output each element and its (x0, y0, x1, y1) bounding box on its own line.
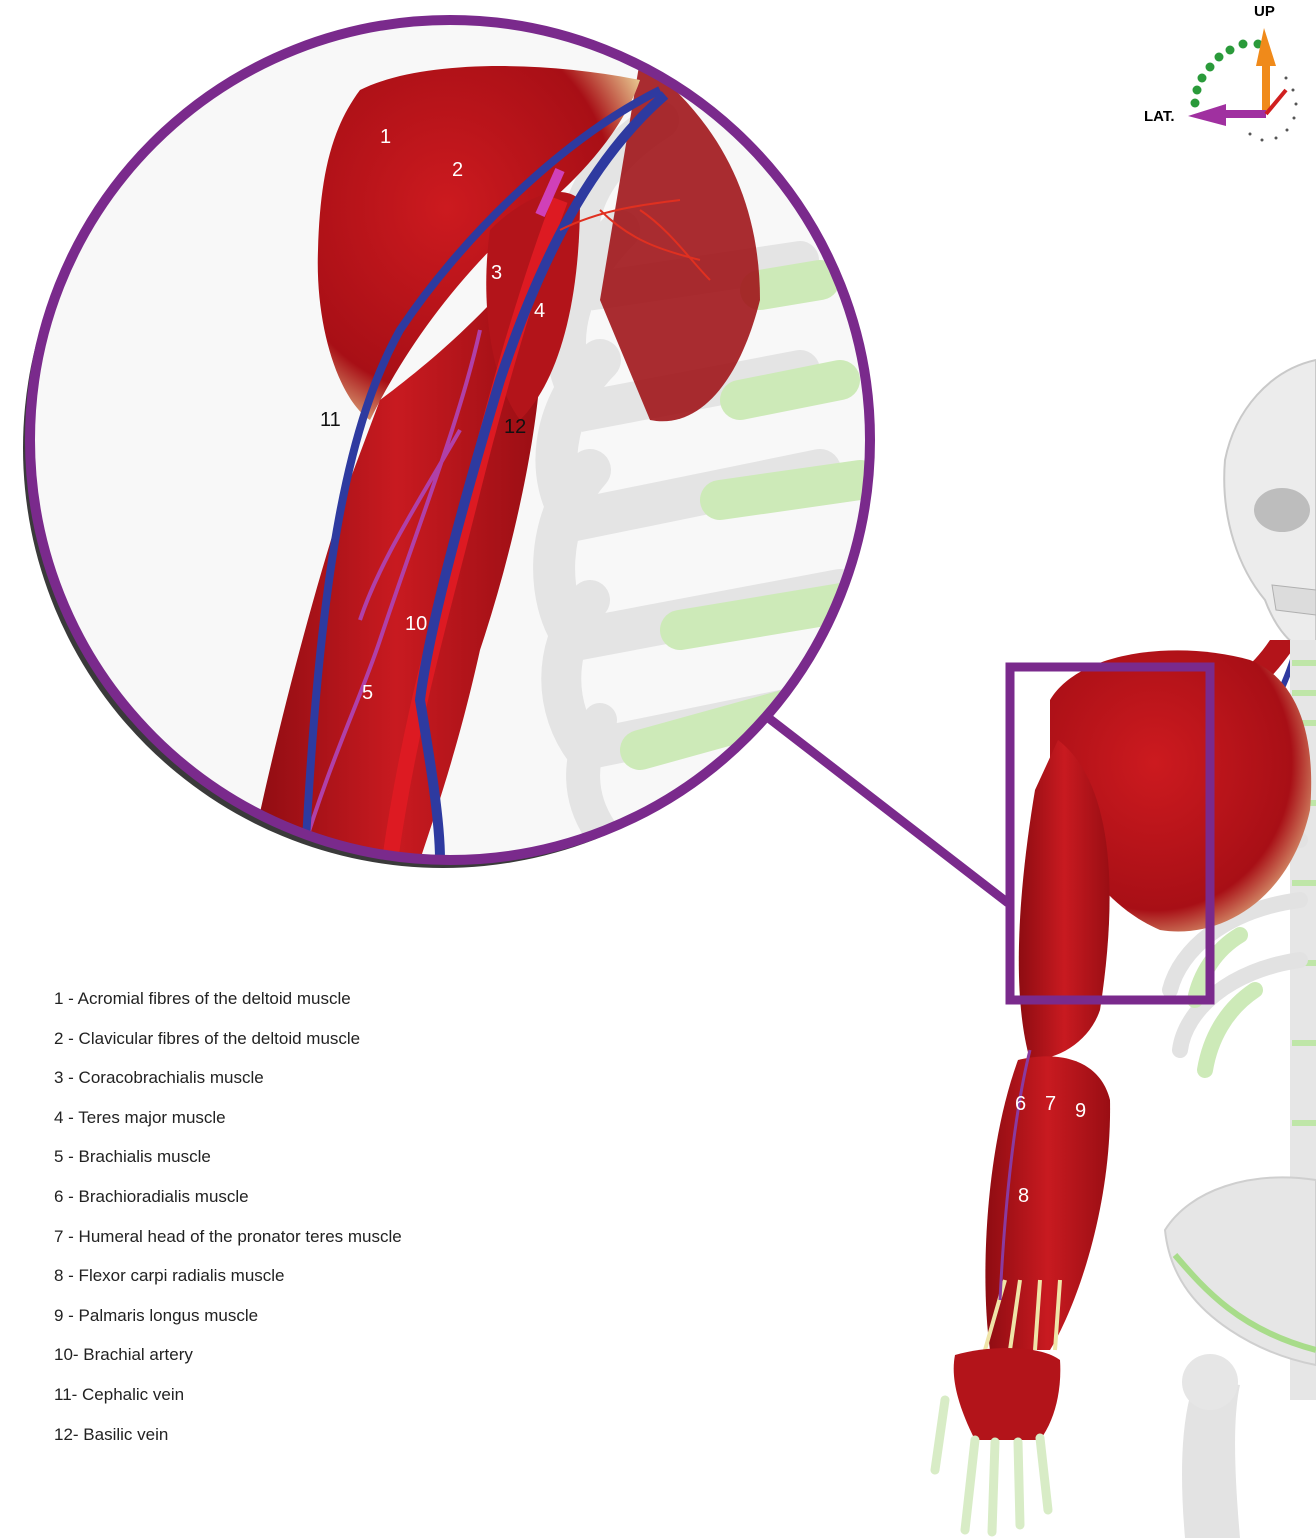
legend-item: 5 - Brachialis muscle (54, 1146, 402, 1186)
skeleton-body (1165, 360, 1316, 1538)
legend-item: 12- Basilic vein (54, 1424, 402, 1464)
zoom-content (0, 0, 900, 900)
callout-5: 5 (362, 682, 373, 704)
callout-7: 7 (1045, 1093, 1056, 1115)
arm-body (935, 650, 1311, 1532)
orientation-dots (1191, 40, 1263, 108)
callout-12: 12 (504, 416, 526, 438)
callout-2: 2 (452, 159, 463, 181)
legend-item: 9 - Palmaris longus muscle (54, 1305, 402, 1345)
callout-4: 4 (534, 300, 545, 322)
callout-10: 10 (405, 613, 427, 635)
callout-6: 6 (1015, 1093, 1026, 1115)
eye-socket (1254, 488, 1310, 532)
orientation-dashed-ring (1249, 77, 1298, 142)
callout-1: 1 (380, 126, 391, 148)
legend-item: 6 - Brachioradialis muscle (54, 1186, 402, 1226)
legend-item: 1 - Acromial fibres of the deltoid muscl… (54, 988, 402, 1028)
legend-item: 2 - Clavicular fibres of the deltoid mus… (54, 1028, 402, 1068)
legend-item: 7 - Humeral head of the pronator teres m… (54, 1226, 402, 1266)
callout-11: 11 (320, 409, 341, 431)
legend-item: 8 - Flexor carpi radialis muscle (54, 1265, 402, 1305)
legend-item: 11- Cephalic vein (54, 1384, 402, 1424)
skull-teeth (1272, 585, 1316, 615)
callout-8: 8 (1018, 1185, 1029, 1207)
hand (954, 1348, 1061, 1440)
callout-3: 3 (491, 262, 502, 284)
legend-list: 1 - Acromial fibres of the deltoid muscl… (54, 988, 402, 1463)
lat-arrow-icon (1188, 104, 1266, 126)
callout-9: 9 (1075, 1100, 1086, 1122)
legend-item: 4 - Teres major muscle (54, 1107, 402, 1147)
legend-item: 3 - Coracobrachialis muscle (54, 1067, 402, 1107)
orientation-up-label: UP (1254, 3, 1275, 20)
orientation-indicator: UP LAT. (1144, 3, 1298, 142)
legend-item: 10- Brachial artery (54, 1344, 402, 1384)
femoral-head (1182, 1354, 1238, 1410)
orientation-lat-label: LAT. (1144, 108, 1175, 125)
